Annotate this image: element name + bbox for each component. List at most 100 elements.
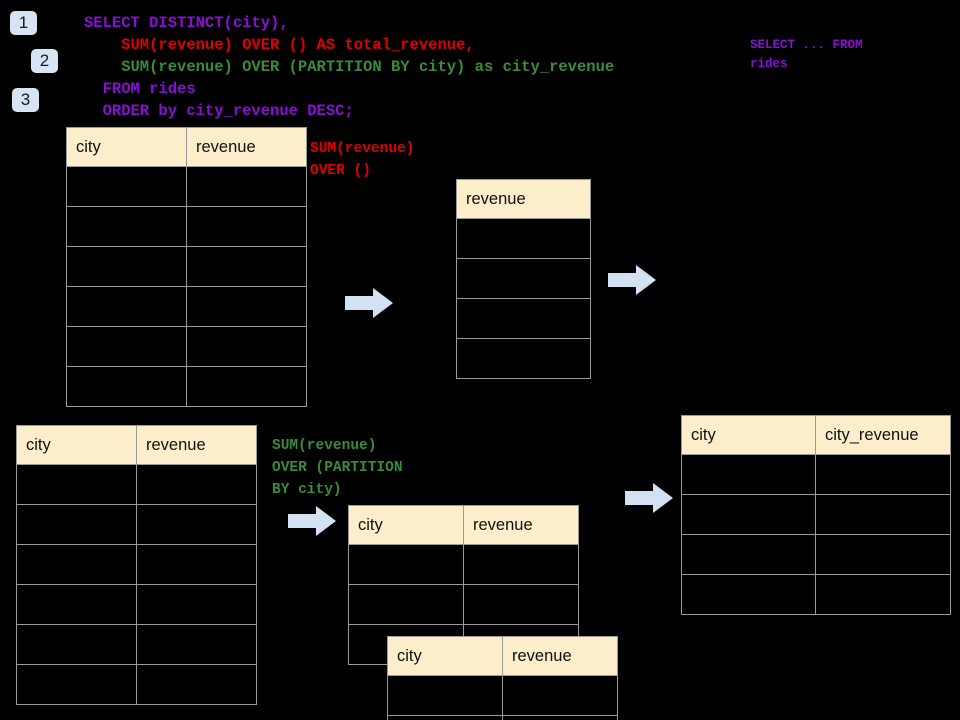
table-row [66,326,307,367]
column-header-city-revenue: city_revenue [815,415,951,455]
city-revenue-result-table: city city_revenue [681,415,951,615]
column-header-revenue: revenue [463,505,579,545]
total-revenue-table: revenue [456,179,591,379]
sql-line-city-revenue: SUM(revenue) OVER (PARTITION BY city) as… [84,58,615,76]
table-row [348,544,579,585]
arrow-partition-to-result [625,483,673,513]
cell [136,664,257,705]
cell [186,326,307,367]
cell [16,504,137,545]
cell [16,584,137,625]
step-badge-1: 1 [10,11,37,35]
cell [186,246,307,287]
arrow-head [316,506,336,536]
arrow-shaft [345,296,375,310]
sql-line-total-revenue: SUM(revenue) OVER () AS total_revenue, [84,36,475,54]
arrow-head [373,288,393,318]
cell [66,286,187,327]
cell [815,454,951,495]
table-header-row: city revenue [16,425,257,465]
table-row [387,675,618,716]
table-header-row: revenue [456,179,591,219]
column-header-revenue: revenue [186,127,307,167]
column-header-revenue: revenue [456,179,591,219]
table-row [456,298,591,339]
cell [186,166,307,207]
cell [66,246,187,287]
table-row [66,286,307,327]
cell [387,675,503,716]
cell [16,544,137,585]
table-row [456,338,591,379]
cell [66,166,187,207]
step-badge-3: 3 [12,88,39,112]
column-header-city: city [16,425,137,465]
cell [456,298,591,339]
table-row [681,574,951,615]
arrow-total-to-result [608,265,656,295]
column-header-city: city [348,505,464,545]
cell [463,584,579,625]
column-header-city: city [387,636,503,676]
table-header-row: city revenue [387,636,618,676]
cell [681,494,816,535]
arrow-shaft [288,514,318,528]
cell [502,675,618,716]
column-header-revenue: revenue [136,425,257,465]
cell [681,574,816,615]
table-row [16,624,257,665]
cell [16,464,137,505]
cell [66,206,187,247]
cell [136,504,257,545]
table-row [681,494,951,535]
cell [815,494,951,535]
cell [387,715,503,720]
cell [348,584,464,625]
partition-window-label: SUM(revenue) OVER (PARTITION BY city) [272,438,403,498]
rides-source-table: city revenue [66,127,307,407]
table-row [66,366,307,407]
table-row [348,584,579,625]
cell [66,326,187,367]
cell [186,206,307,247]
table-row [16,544,257,585]
table-row [681,534,951,575]
arrow-source-to-total [345,288,393,318]
rides-source-table-2: city revenue [16,425,257,705]
cell [681,534,816,575]
cell [463,544,579,585]
arrow-shaft [625,491,655,505]
column-header-city: city [681,415,816,455]
table-row [16,584,257,625]
cell [16,624,137,665]
step-badge-2: 2 [31,49,58,73]
sql-side-note: SELECT ... FROM rides [750,38,863,71]
table-row [456,258,591,299]
partition-group-front: city revenue [387,636,618,720]
cell [815,534,951,575]
cell [186,286,307,327]
cell [456,338,591,379]
cell [136,624,257,665]
table-row [387,715,618,720]
column-header-revenue: revenue [502,636,618,676]
arrow-head [636,265,656,295]
total-window-label: SUM(revenue) OVER () [310,141,415,179]
table-row [16,664,257,705]
table-header-row: city revenue [348,505,579,545]
sql-line-select: SELECT DISTINCT(city), [84,14,289,32]
arrow-head [653,483,673,513]
table-row [16,464,257,505]
cell [502,715,618,720]
cell [136,544,257,585]
cell [66,366,187,407]
cell [16,664,137,705]
sql-line-from: FROM rides [84,80,196,98]
arrow-shaft [608,273,638,287]
cell [348,544,464,585]
table-row [66,206,307,247]
table-row [456,218,591,259]
table-row [66,166,307,207]
cell [681,454,816,495]
